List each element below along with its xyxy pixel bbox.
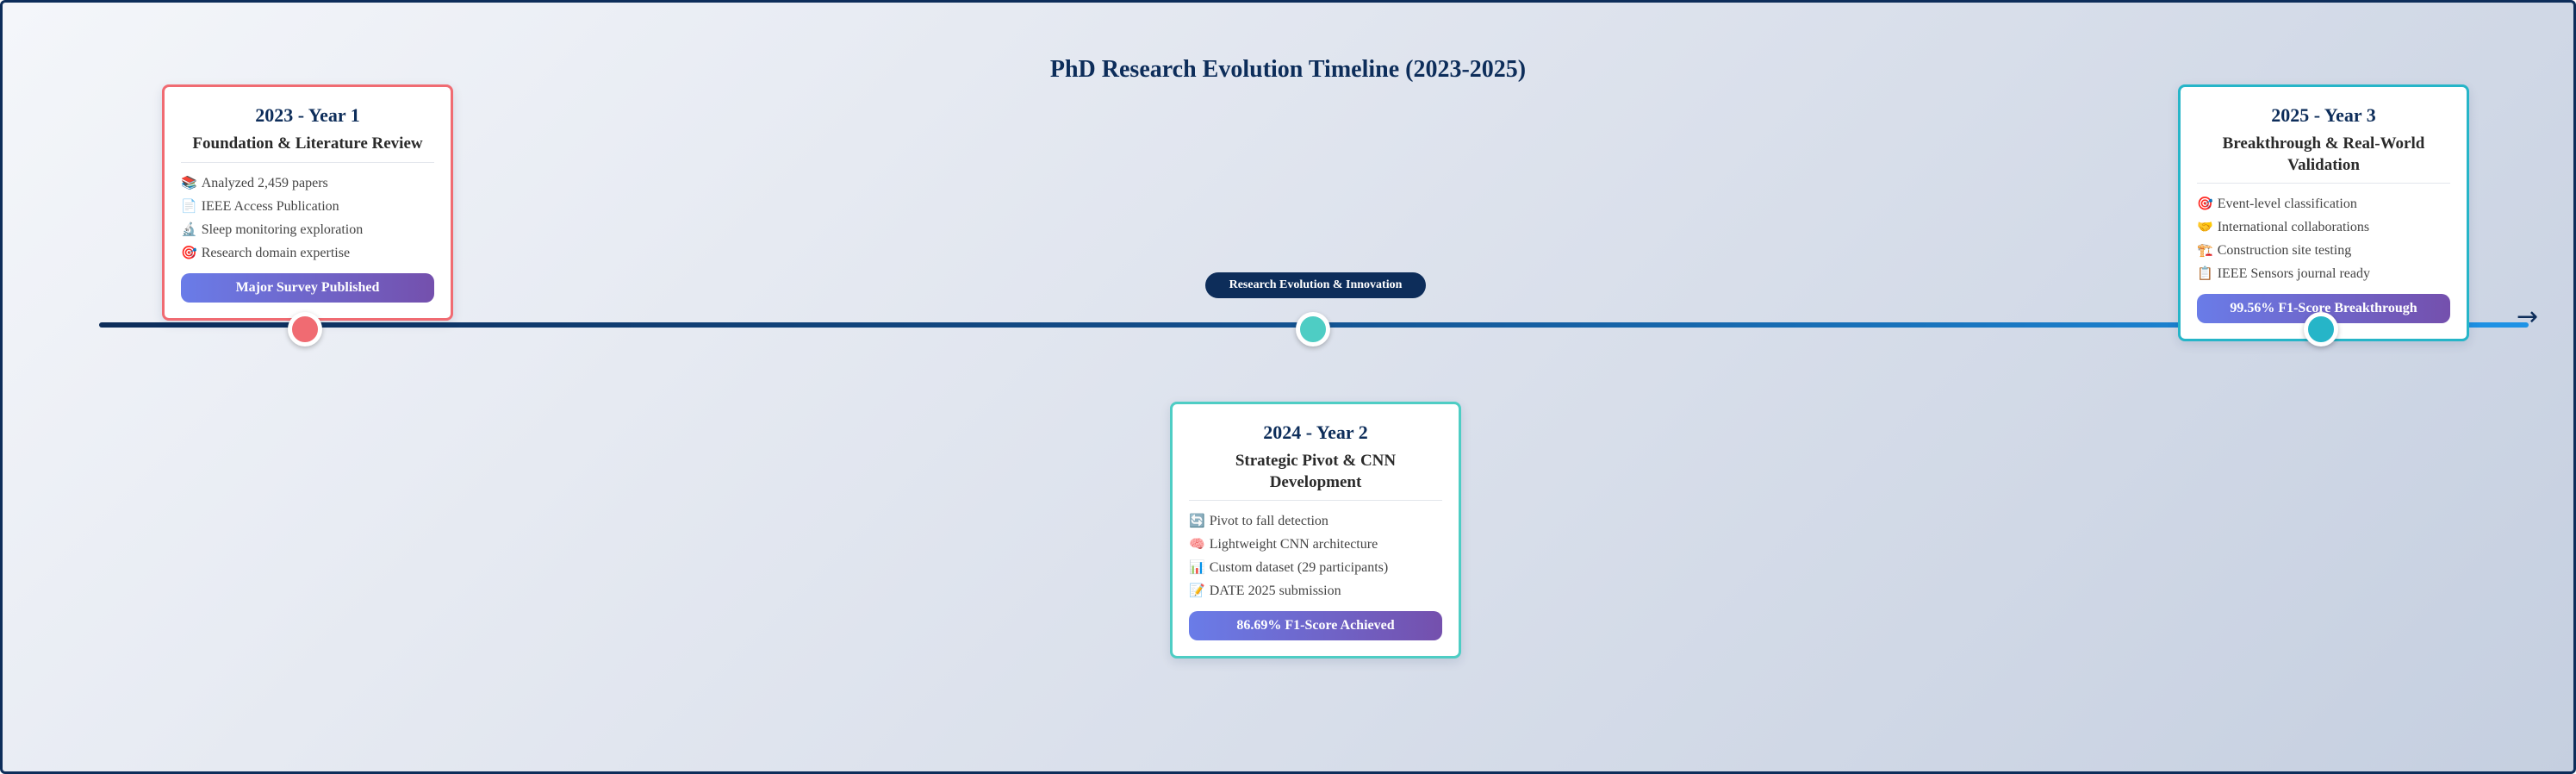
milestone-badge: Major Survey Published [181, 272, 434, 303]
timeline-marker-2023 [288, 312, 322, 346]
list-item: 🎯 Research domain expertise [181, 241, 434, 265]
timeline-marker-2024 [1296, 312, 1330, 346]
pivot-icon: 🔄 [1189, 513, 1205, 529]
list-item: 📄IEEE Access Publication [181, 195, 434, 218]
card-item-list: 📚 Analyzed 2,459 papers 📄IEEE Access Publ… [181, 172, 434, 265]
timeline-arrow-icon: → [2517, 302, 2539, 332]
target-icon: 🎯 [181, 244, 197, 260]
list-item: 📊Custom dataset (29 participants) [1189, 556, 1442, 579]
card-item-list: 🔄 Pivot to fall detection 🧠 Lightweight CN… [1189, 509, 1442, 602]
card-year-3: 2025 - Year 3 Breakthrough & Real-World … [2178, 84, 2469, 342]
list-item-text: Research domain expertise [201, 245, 351, 260]
card-year-2: 2024 - Year 2 Strategic Pivot & CNN Deve… [1170, 402, 1461, 659]
books-icon: 📚 [181, 174, 197, 190]
microscope-icon: 🔬 [181, 221, 197, 237]
card-year-title: 2024 - Year 2 [1263, 421, 1368, 443]
list-item-text: Pivot to fall detection [1209, 514, 1328, 529]
list-item: 🤝 International collaborations [2197, 215, 2450, 239]
list-item-text: Sleep monitoring exploration [201, 222, 364, 237]
list-item-text: Event-level classification [2217, 197, 2357, 212]
card-divider [181, 161, 434, 163]
list-item: 📝 DATE 2025 submission [1189, 579, 1442, 602]
card-divider [1189, 500, 1442, 502]
center-label-badge: Research Evolution & Innovation [1205, 272, 1426, 298]
list-item: 🔬 Sleep monitoring exploration [181, 218, 434, 241]
page-title: PhD Research Evolution Timeline (2023-20… [1049, 56, 1527, 83]
card-year-title: 2023 - Year 1 [255, 104, 360, 126]
clipboard-icon: 📋 [2197, 265, 2213, 282]
construction-icon: 🏗️ [2197, 242, 2213, 259]
list-item-text: International collaborations [2217, 220, 2370, 235]
card-item-list: 🎯 Event-level classification 🤝 Internation… [2197, 192, 2450, 285]
list-item-text: IEEE Sensors journal ready [2217, 266, 2370, 282]
list-item: 🧠 Lightweight CNN architecture [1189, 533, 1442, 556]
memo-icon: 📝 [1189, 583, 1205, 599]
list-item-text: Analyzed 2,459 papers [201, 175, 328, 190]
card-heading: Breakthrough & Real-World Validation [2222, 134, 2425, 174]
brain-icon: 🧠 [1189, 536, 1205, 552]
list-item: 📋IEEE Sensors journal ready [2197, 262, 2450, 285]
card-heading: Foundation & Literature Review [192, 134, 423, 153]
list-item: 📚 Analyzed 2,459 papers [181, 172, 434, 195]
card-heading: Strategic Pivot & CNN Development [1235, 452, 1397, 491]
list-item: 🎯 Event-level classification [2197, 192, 2450, 215]
milestone-badge: 86.69% F1-Score Achieved [1189, 611, 1442, 641]
list-item-text: Construction site testing [2217, 243, 2352, 259]
list-item: 🏗️Construction site testing [2197, 239, 2450, 262]
card-year-title: 2025 - Year 3 [2271, 104, 2376, 126]
list-item: 🔄 Pivot to fall detection [1189, 509, 1442, 533]
card-divider [2197, 183, 2450, 184]
target-icon: 🎯 [2197, 196, 2213, 212]
list-item-text: Lightweight CNN architecture [1209, 537, 1378, 552]
list-item-text: Custom dataset (29 participants) [1209, 560, 1389, 576]
list-item-text: IEEE Access Publication [201, 198, 339, 214]
bar-chart-icon: 📊 [1189, 559, 1205, 576]
timeline-marker-2025 [2304, 312, 2338, 346]
card-year-1: 2023 - Year 1 Foundation & Literature Re… [162, 84, 453, 321]
list-item-text: DATE 2025 submission [1209, 584, 1341, 599]
document-icon: 📄 [181, 197, 197, 214]
handshake-icon: 🤝 [2197, 219, 2213, 235]
